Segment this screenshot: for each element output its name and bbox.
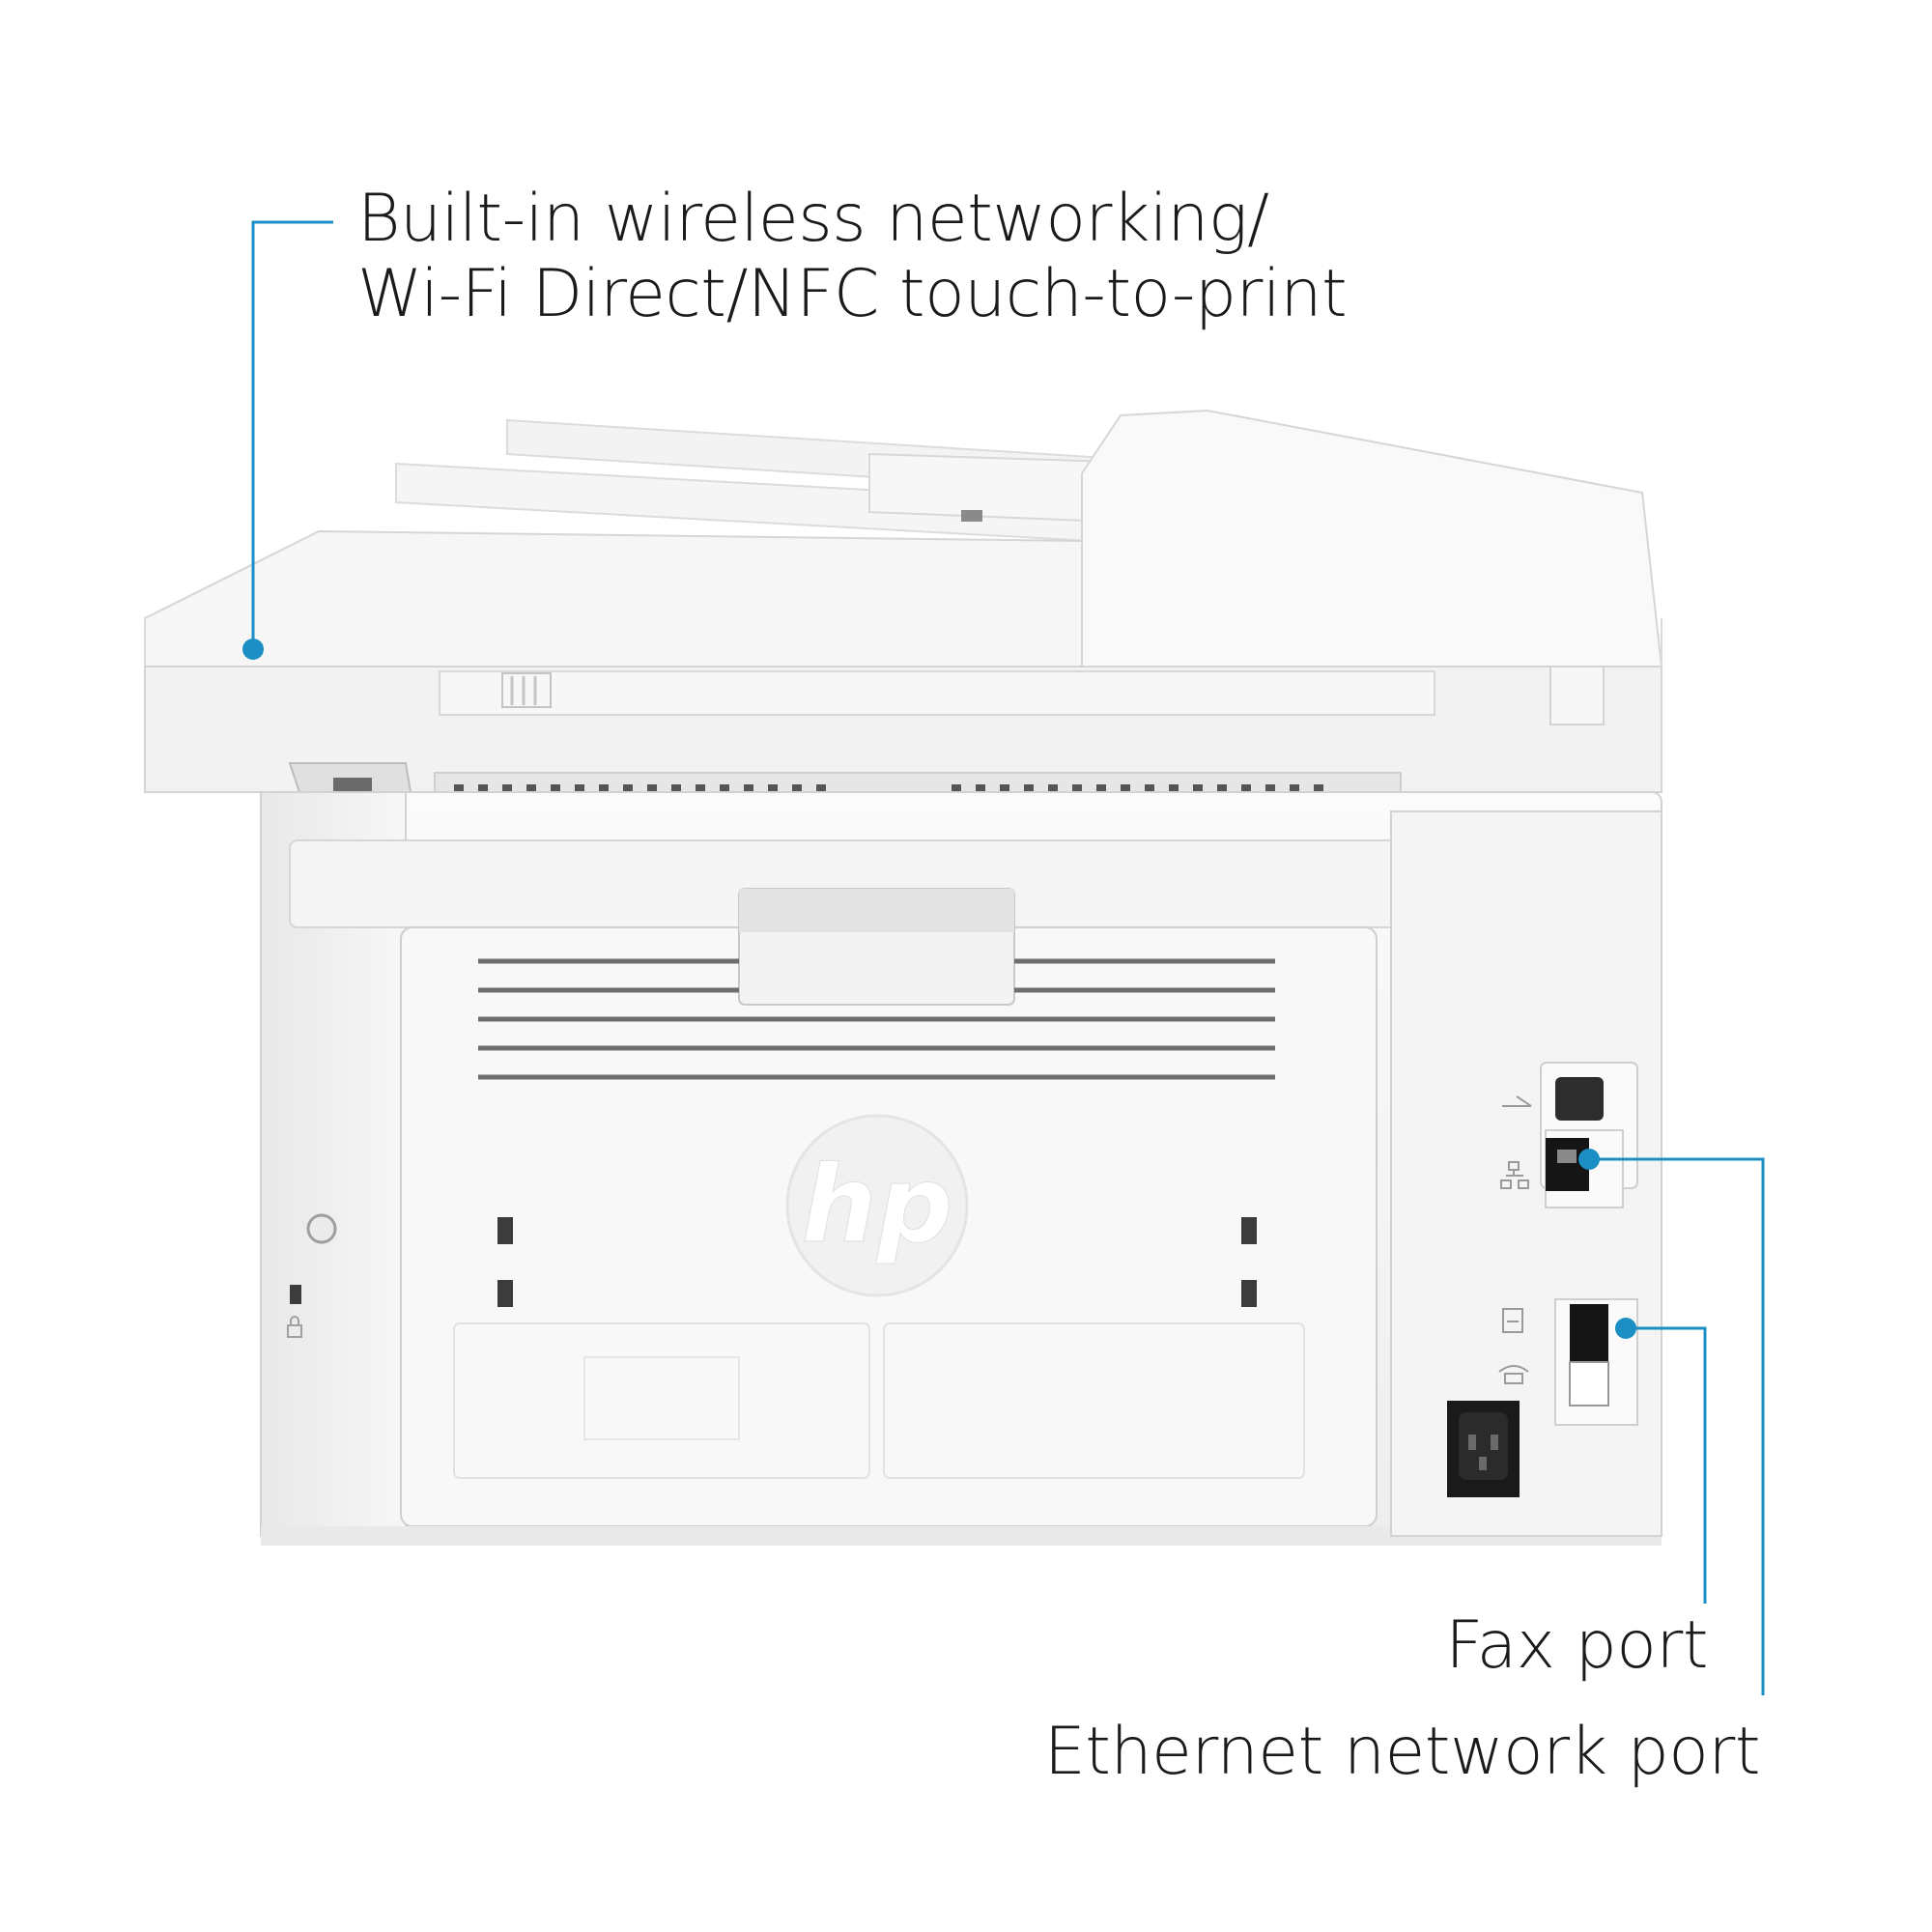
ethernet-icon [1500, 1161, 1529, 1189]
wireless-callout-line [251, 220, 333, 647]
ethernet-callout-dot [1578, 1149, 1600, 1170]
fax-callout-label: Fax port [1445, 1607, 1708, 1684]
fax-callout-dot [1615, 1318, 1636, 1339]
callout-lines [251, 220, 1765, 1695]
fax-line-icon [1502, 1308, 1523, 1333]
wireless-callout-line2: Wi-Fi Direct/NFC touch-to-print [357, 256, 1348, 332]
wireless-callout-dot [242, 639, 264, 660]
wireless-callout-label: Built-in wireless networking/ Wi-Fi Dire… [357, 181, 1348, 332]
lock-icon [287, 1316, 302, 1338]
ethernet-callout-line [1589, 1157, 1765, 1695]
wireless-callout-line1: Built-in wireless networking/ [357, 181, 1269, 257]
port-panel [1390, 810, 1662, 1537]
ethernet-callout-label: Ethernet network port [1043, 1714, 1761, 1790]
hp-logo-icon: hp [785, 1114, 969, 1297]
scanner-lid [144, 409, 1663, 668]
adf-tray [395, 418, 1122, 543]
usb-icon [1502, 1095, 1532, 1107]
phone-icon [1498, 1365, 1529, 1384]
svg-text:hp: hp [801, 1143, 952, 1266]
fax-callout-line [1626, 1326, 1707, 1604]
